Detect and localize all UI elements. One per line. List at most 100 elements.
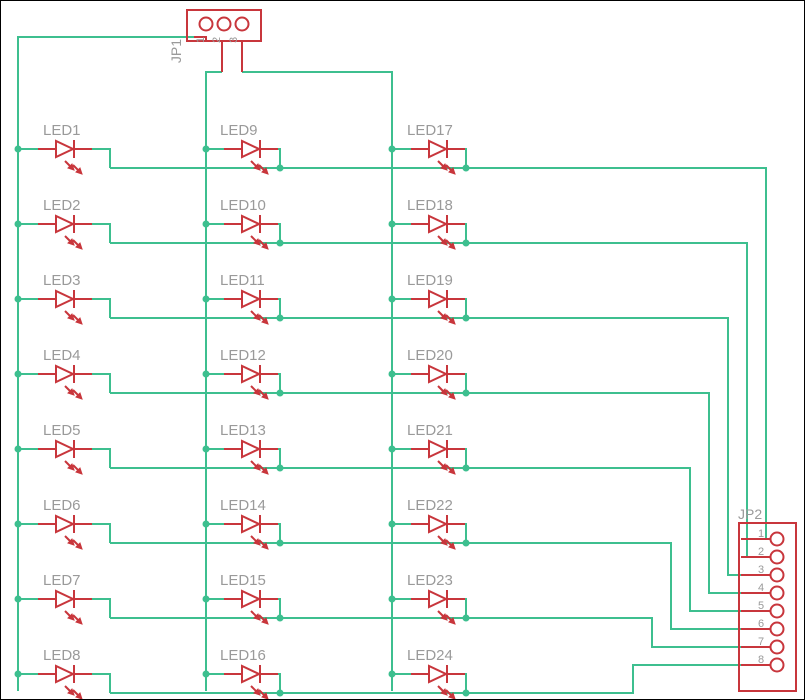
- jp2-pin-1-pad: [769, 531, 785, 547]
- junctions-layer: [14, 145, 470, 697]
- led-ray-arrow-1: [448, 317, 456, 325]
- led-icon: [411, 514, 465, 550]
- junction-dot-icon: [388, 220, 396, 228]
- junction-dot-icon: [462, 689, 470, 697]
- junction-dot-icon: [14, 670, 22, 678]
- led-label-led12: LED12: [220, 347, 266, 364]
- led-label-led1: LED1: [43, 122, 81, 139]
- led-icon: [411, 439, 465, 475]
- led-triangle: [428, 514, 449, 534]
- led-label-led11: LED11: [220, 272, 265, 289]
- led-ray-arrow-1: [448, 242, 456, 250]
- led-return-wire: [465, 223, 467, 243]
- junction-dot-icon: [276, 389, 284, 397]
- led-ray-arrow-1: [75, 467, 83, 475]
- junction-dot-icon: [14, 145, 22, 153]
- jp2-pin-8-pad: [769, 657, 785, 673]
- parts-layer: [38, 9, 797, 699]
- led-triangle: [241, 289, 262, 309]
- led-return-wire: [278, 298, 281, 318]
- jp2-pin-3-pad: [769, 567, 785, 583]
- led-return-wire: [465, 373, 467, 393]
- jp2-pin-3-label: 3: [758, 564, 764, 576]
- junction-dot-icon: [202, 595, 210, 603]
- wires-layer: [17, 36, 767, 694]
- junction-dot-icon: [276, 464, 284, 472]
- led-return-wire: [465, 523, 467, 543]
- led-label-led8: LED8: [43, 647, 81, 664]
- led-triangle: [428, 589, 449, 609]
- led-return-wire: [92, 223, 111, 243]
- led-label-led14: LED14: [220, 497, 266, 514]
- led-ray-arrow-1: [75, 692, 83, 699]
- junction-dot-icon: [202, 295, 210, 303]
- led-ray-arrow-1: [261, 467, 269, 475]
- led-icon: [38, 139, 92, 175]
- led-label-led4: LED4: [43, 347, 81, 364]
- junction-dot-icon: [388, 595, 396, 603]
- led-icon: [38, 514, 92, 550]
- jp2-pin-1-label: 1: [758, 528, 764, 540]
- jp2-pin-5-pad: [769, 603, 785, 619]
- junction-dot-icon: [462, 239, 470, 247]
- led-icon: [38, 439, 92, 475]
- led-return-wire: [278, 223, 281, 243]
- led-triangle: [55, 139, 76, 159]
- row-6-return-wire: [110, 542, 741, 630]
- jp1-pin-3-label: 3: [228, 37, 240, 43]
- led-triangle: [55, 439, 76, 459]
- junction-dot-icon: [14, 595, 22, 603]
- jp1-pin-1-pad: [198, 16, 214, 32]
- led-ray-arrow-1: [261, 542, 269, 550]
- led-return-wire: [92, 523, 111, 543]
- jp2-pin-2-label: 2: [758, 546, 764, 558]
- led-ray-arrow-1: [448, 392, 456, 400]
- junction-dot-icon: [202, 445, 210, 453]
- junction-dot-icon: [462, 389, 470, 397]
- led-triangle: [241, 589, 262, 609]
- led-icon: [411, 289, 465, 325]
- led-label-led3: LED3: [43, 272, 81, 289]
- led-ray-arrow-1: [75, 542, 83, 550]
- led-label-led24: LED24: [407, 647, 453, 664]
- jp2-pin-4-pad: [769, 585, 785, 601]
- jp1-pin-1-label: 1: [195, 37, 207, 43]
- junction-dot-icon: [202, 520, 210, 528]
- led-ray-arrow-1: [75, 617, 83, 625]
- led-return-wire: [92, 148, 111, 168]
- led-return-wire: [278, 148, 281, 168]
- led-ray-arrow-1: [75, 242, 83, 250]
- junction-dot-icon: [388, 670, 396, 678]
- led-icon: [224, 214, 278, 250]
- led-return-wire: [465, 298, 467, 318]
- junction-dot-icon: [388, 445, 396, 453]
- led-icon: [411, 589, 465, 625]
- jp2-header-body: [738, 522, 797, 692]
- junction-dot-icon: [14, 370, 22, 378]
- jp2-pin-6-pad: [769, 621, 785, 637]
- junction-dot-icon: [462, 539, 470, 547]
- led-label-led7: LED7: [43, 572, 81, 589]
- led-ray-arrow-1: [261, 617, 269, 625]
- led-triangle: [241, 139, 262, 159]
- led-icon: [38, 364, 92, 400]
- jp1-pin-2-pad: [216, 16, 232, 32]
- led-icon: [38, 289, 92, 325]
- junction-dot-icon: [276, 689, 284, 697]
- led-label-led22: LED22: [407, 497, 453, 514]
- junction-dot-icon: [14, 295, 22, 303]
- led-return-wire: [278, 523, 281, 543]
- led-label-led2: LED2: [43, 197, 81, 214]
- led-label-led23: LED23: [407, 572, 453, 589]
- led-triangle: [241, 514, 262, 534]
- led-ray-arrow-1: [448, 617, 456, 625]
- jp2-pin-7-label: 7: [758, 636, 764, 648]
- jp2-pin-4-label: 4: [758, 582, 764, 594]
- led-label-led17: LED17: [407, 122, 453, 139]
- led-triangle: [428, 664, 449, 684]
- led-ray-arrow-1: [75, 167, 83, 175]
- bus-col2-wire: [205, 71, 222, 691]
- junction-dot-icon: [462, 464, 470, 472]
- led-ray-arrow-1: [75, 317, 83, 325]
